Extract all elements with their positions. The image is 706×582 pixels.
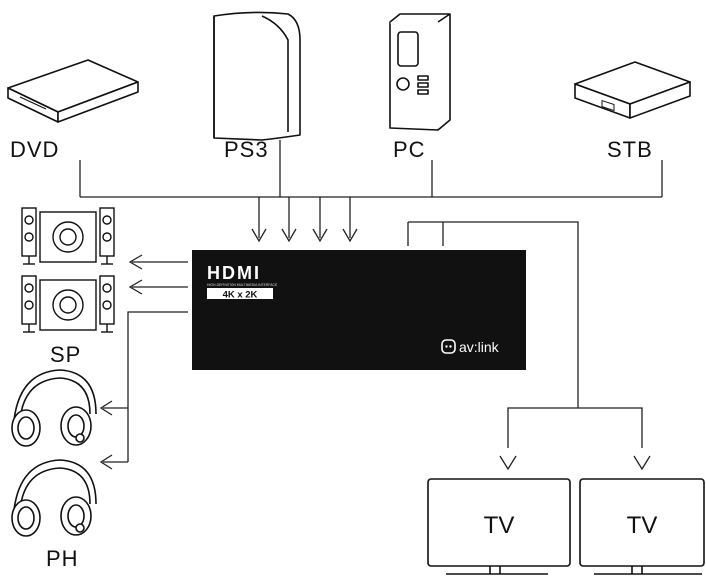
speakers-label: SP bbox=[50, 342, 81, 367]
display-label-tv2: TV bbox=[627, 512, 658, 539]
display-label-tv1: TV bbox=[484, 512, 515, 539]
display-lines bbox=[407, 221, 651, 471]
headphones-icon bbox=[11, 369, 97, 447]
svg-text:HIGH-DEFINITION MULTIMEDIA INT: HIGH-DEFINITION MULTIMEDIA INTERFACE bbox=[207, 283, 278, 287]
speaker-set-icon bbox=[21, 207, 115, 333]
dvd-player-icon bbox=[7, 59, 139, 123]
source-label-stb: STB bbox=[607, 137, 653, 162]
game-console-icon bbox=[213, 11, 301, 141]
source-label-dvd: DVD bbox=[10, 137, 59, 162]
source-label-ps3: PS3 bbox=[224, 137, 269, 162]
svg-text:HDMI: HDMI bbox=[207, 263, 261, 283]
brand-name: av:link bbox=[459, 339, 500, 355]
hdmi-logo: HDMI HIGH-DEFINITION MULTIMEDIA INTERFAC… bbox=[207, 263, 278, 287]
brand-icon bbox=[441, 339, 456, 354]
headphones-label: PH bbox=[46, 546, 79, 571]
set-top-box-icon bbox=[574, 61, 691, 119]
headphones-icon bbox=[11, 459, 97, 537]
resolution-text: 4K x 2K bbox=[223, 290, 258, 301]
tv-icon bbox=[427, 478, 571, 575]
source-bus bbox=[79, 140, 663, 238]
hdmi-matrix-device bbox=[192, 250, 526, 370]
tv-icon bbox=[579, 478, 705, 575]
pc-tower-icon bbox=[389, 13, 451, 131]
source-label-pc: PC bbox=[393, 137, 426, 162]
input-arrows bbox=[251, 228, 358, 242]
audio-lines bbox=[99, 254, 188, 470]
resolution-badge bbox=[207, 288, 273, 299]
